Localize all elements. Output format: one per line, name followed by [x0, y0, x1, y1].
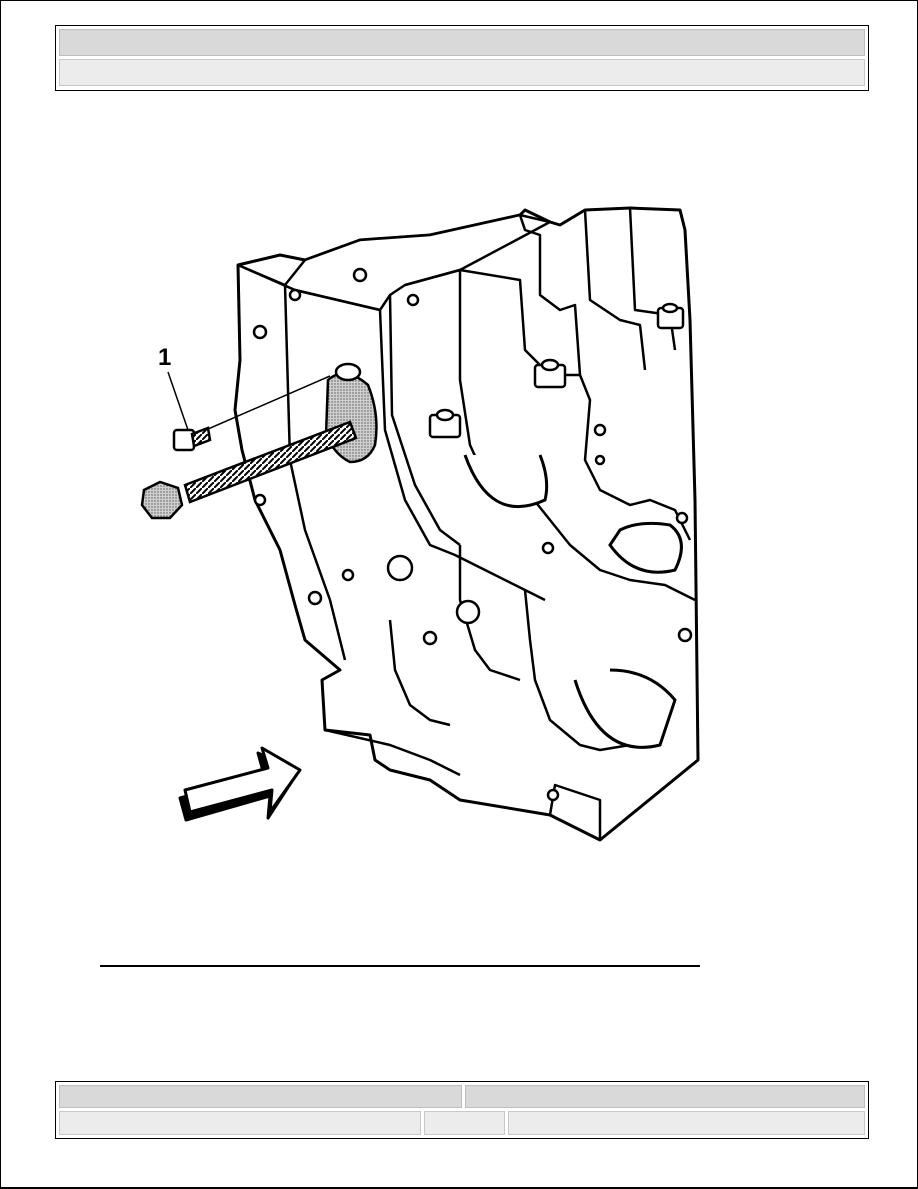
document-footer [55, 1081, 869, 1139]
footer-cell [59, 1085, 462, 1108]
callout-label: 1 [158, 344, 171, 371]
front-arrow [178, 746, 302, 822]
large-bolt [140, 420, 358, 520]
footer-cell [424, 1111, 505, 1135]
footer-cell [508, 1111, 865, 1135]
footer-cell [59, 1111, 421, 1135]
document-header [55, 25, 869, 91]
header-title [59, 29, 865, 56]
header-subtitle [59, 59, 865, 86]
footer-cell [465, 1085, 865, 1108]
engine-block-illustration: 1 [140, 206, 700, 842]
small-bolt [172, 375, 331, 452]
cover-plate [324, 372, 378, 464]
callout-leader [167, 371, 189, 431]
section-divider [100, 965, 700, 967]
